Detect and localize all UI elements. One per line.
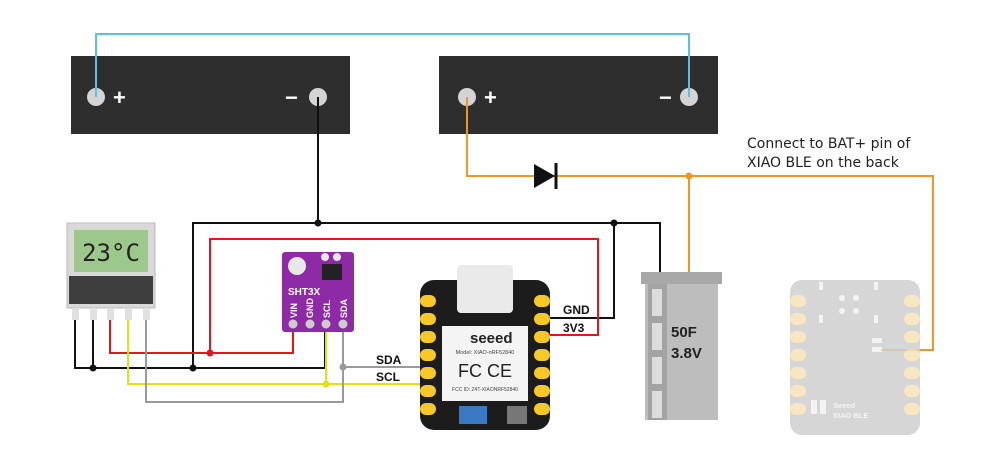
temperature-display: 23°C [66, 222, 156, 320]
note-line-1: Connect to BAT+ pin of [747, 136, 911, 152]
xiao-fcc-id: FCC ID: Z4T-XIAONRF52840 [452, 387, 518, 393]
junction-dot [314, 219, 322, 227]
diode-icon [534, 163, 558, 189]
xiao-certification-marks: FC CE [458, 361, 512, 381]
xiao-pin-3v3-label: 3V3 [563, 321, 585, 335]
xiao-ble-back: Seeed XIAO BLE [790, 280, 920, 435]
super-capacitor: 50F 3.8V [641, 272, 722, 420]
series-wire [95, 33, 690, 97]
xiao-pin-scl-label: SCL [376, 370, 400, 384]
junction-dot [610, 219, 618, 227]
temperature-reading: 23°C [82, 239, 140, 267]
battery-2-minus-label: − [659, 85, 672, 110]
voltage-label: 3.8V [671, 345, 702, 362]
sensor-pin-vin: VIN [289, 303, 299, 318]
battery-1-minus-label: − [285, 85, 298, 110]
xiao-pin-sda-label: SDA [376, 353, 402, 367]
vcc-wires [109, 238, 599, 354]
junction-dot [685, 172, 693, 180]
xiao-board: seeed Model: XIAO-nRF52840 FC CE FCC ID:… [376, 265, 590, 430]
xiao-model: Model: XIAO-nRF52840 [456, 350, 515, 356]
xiao-back-brand: Seeed [833, 401, 856, 410]
junction-dot [339, 363, 347, 371]
sensor-pin-scl: SCL [322, 299, 332, 318]
bat-plus-pad [872, 338, 882, 343]
xiao-brand: seeed [470, 330, 513, 347]
sda-wire [145, 318, 344, 403]
sensor-pin-sda: SDA [339, 298, 349, 318]
battery-2: + − [439, 56, 718, 134]
junction-dot [322, 380, 330, 388]
battery-1-plus-label: + [113, 85, 126, 110]
scl-wire [127, 318, 438, 385]
sht3x-sensor: SHT3X VIN GND SCL SDA [282, 252, 354, 332]
sensor-pin-gnd: GND [305, 298, 315, 319]
usb-c-port [457, 265, 513, 313]
note-line-2: XIAO BLE on the back [747, 155, 900, 171]
sensor-name: SHT3X [288, 287, 321, 298]
junction-dot [206, 349, 214, 357]
battery-1: + − [71, 56, 350, 134]
junction-dot [89, 364, 97, 372]
junction-dot [189, 364, 197, 372]
capacitance-label: 50F [671, 324, 697, 341]
xiao-pin-gnd-label: GND [563, 303, 590, 317]
battery-2-plus-label: + [484, 85, 497, 110]
xiao-back-name: XIAO BLE [833, 411, 868, 420]
